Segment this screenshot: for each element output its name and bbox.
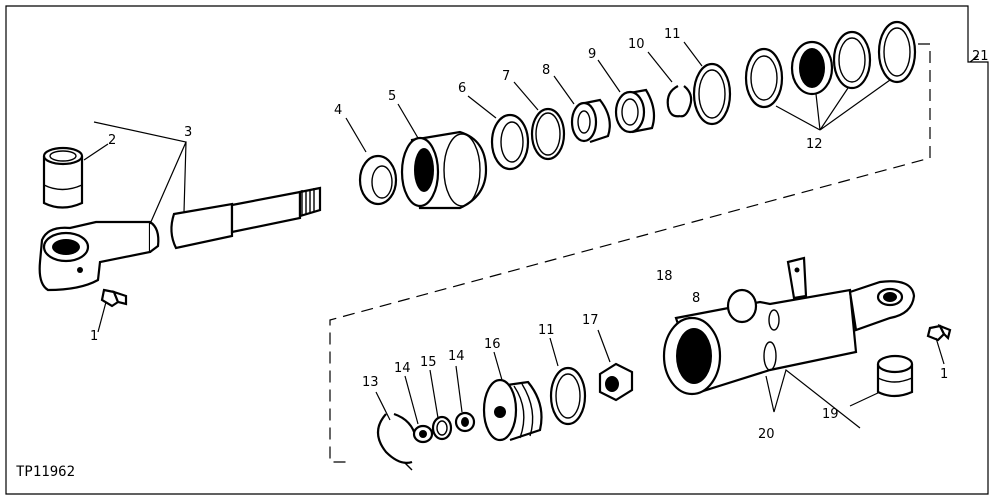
callout-13: 13 bbox=[362, 375, 379, 390]
dashed-group-frame bbox=[329, 43, 931, 463]
o-ring-part-15 bbox=[431, 415, 453, 441]
gland-part-5 bbox=[400, 130, 488, 210]
callout-2: 2 bbox=[108, 133, 116, 148]
callout-4: 4 bbox=[334, 103, 342, 118]
piston-rod-part-3 bbox=[38, 186, 322, 292]
callout-8: 8 bbox=[542, 63, 550, 78]
callout-6: 6 bbox=[458, 81, 466, 96]
ring-part-6 bbox=[490, 113, 530, 171]
bushing-part-19 bbox=[876, 354, 914, 398]
callout-21: 21 bbox=[972, 49, 989, 64]
callout-5: 5 bbox=[388, 89, 396, 104]
callout-1-right: 1 bbox=[940, 367, 948, 382]
grease-fitting-part-1-left bbox=[100, 288, 128, 308]
bearing-part-9 bbox=[614, 88, 656, 134]
snap-ring-part-13 bbox=[376, 412, 418, 471]
snap-ring-part-10 bbox=[666, 85, 693, 118]
callout-12: 12 bbox=[806, 137, 823, 152]
callout-9: 9 bbox=[588, 47, 596, 62]
callout-7: 7 bbox=[502, 69, 510, 84]
bushing-part-8 bbox=[570, 98, 611, 144]
figure-code: TP11962 bbox=[16, 464, 75, 480]
callout-20: 20 bbox=[758, 427, 775, 442]
back-up-ring-part-11-upper bbox=[692, 62, 732, 126]
callout-18-sub: 8 bbox=[692, 291, 700, 306]
washer-part-14-left bbox=[412, 424, 434, 444]
callout-1-left: 1 bbox=[90, 329, 98, 344]
callout-18: 18 bbox=[656, 269, 673, 284]
bushing-part-2 bbox=[42, 146, 84, 209]
callout-14-left: 14 bbox=[394, 361, 411, 376]
nut-part-17 bbox=[598, 362, 634, 402]
seal-kit-part-12 bbox=[744, 20, 917, 109]
callout-11-upper: 11 bbox=[664, 27, 681, 42]
callout-17: 17 bbox=[582, 313, 599, 328]
callout-19: 19 bbox=[822, 407, 839, 422]
cylinder-barrel-part-20 bbox=[662, 256, 916, 396]
back-up-ring-part-11-lower bbox=[549, 366, 587, 426]
callout-3: 3 bbox=[184, 125, 192, 140]
callout-14-right: 14 bbox=[448, 349, 465, 364]
o-ring-part-7 bbox=[530, 107, 566, 161]
page-border bbox=[5, 5, 989, 495]
leader-lines bbox=[83, 41, 979, 429]
seal-part-4 bbox=[358, 154, 398, 206]
callout-10: 10 bbox=[628, 37, 645, 52]
grease-fitting-part-1-right bbox=[926, 323, 952, 342]
callout-16: 16 bbox=[484, 337, 501, 352]
callout-11-lower: 11 bbox=[538, 323, 555, 338]
washer-part-14-right bbox=[454, 411, 476, 433]
callout-15: 15 bbox=[420, 355, 437, 370]
piston-part-16 bbox=[482, 378, 543, 442]
